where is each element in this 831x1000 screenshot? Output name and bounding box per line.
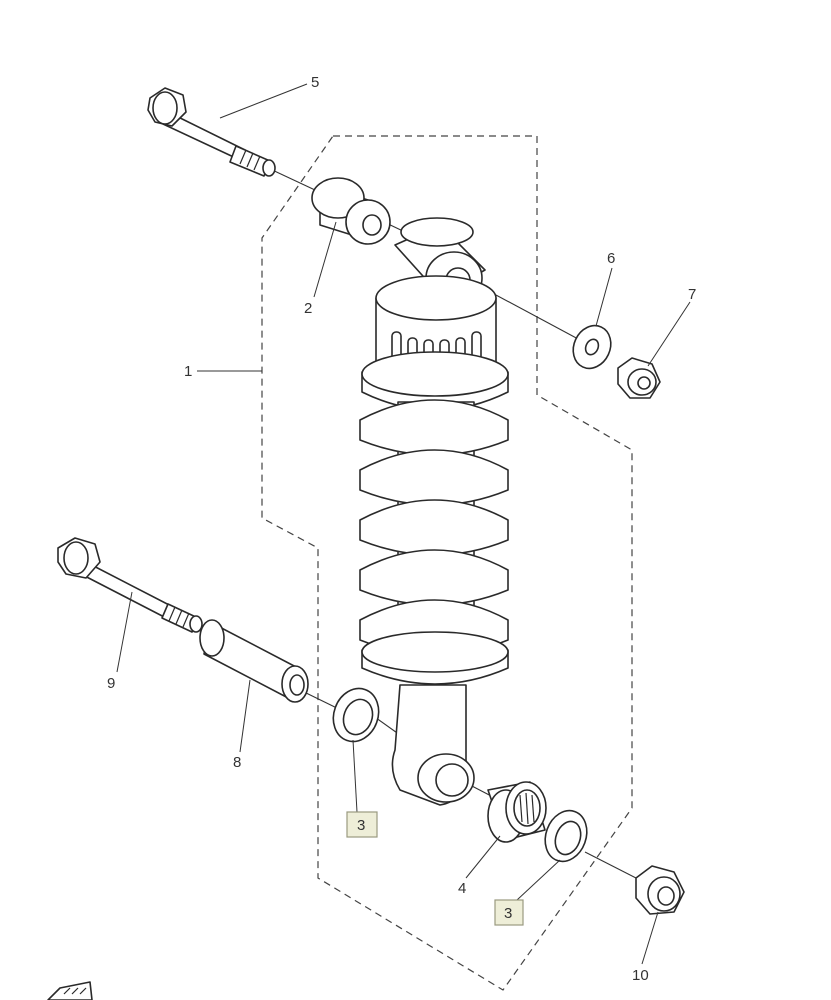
shock-absorber [359, 217, 509, 806]
callout-1: 1 [184, 363, 192, 380]
callout-6: 6 [607, 250, 615, 267]
callout-10: 10 [632, 967, 649, 984]
boxed-callout-3a-box [346, 811, 378, 838]
upper-nut [617, 357, 661, 399]
leader-4 [465, 835, 501, 879]
upper-axis-line [267, 167, 316, 191]
callout-9: 9 [107, 675, 115, 692]
callout-5: 5 [311, 74, 319, 91]
leader-6 [595, 267, 613, 327]
leader-8 [239, 679, 251, 753]
leader-7 [647, 301, 691, 367]
boxed-callout-3a: 3 [357, 817, 365, 834]
callout-4: 4 [458, 880, 466, 897]
collar [199, 619, 309, 703]
leader-3a [352, 739, 358, 813]
bearing [487, 781, 547, 843]
washer [572, 324, 612, 370]
lower-nut [635, 865, 685, 915]
boxed-callout-3b: 3 [504, 905, 512, 922]
leader-2 [313, 221, 337, 298]
callout-7: 7 [688, 286, 696, 303]
leader-10 [641, 911, 659, 965]
upper-bolt [147, 87, 276, 177]
oil-seal-right [544, 809, 588, 863]
leader-3b [516, 859, 561, 901]
leader-5 [219, 83, 308, 119]
corner-logo-icon [47, 981, 93, 1000]
leader-9 [116, 591, 133, 673]
lower-axis-line-4 [584, 851, 641, 881]
oil-seal-left [332, 687, 380, 743]
upper-bushing [311, 177, 391, 245]
callout-2: 2 [304, 300, 312, 317]
callout-8: 8 [233, 754, 241, 771]
boxed-callout-3b-box [494, 899, 524, 926]
lower-bolt [57, 537, 203, 633]
assembly-outline [261, 135, 633, 991]
